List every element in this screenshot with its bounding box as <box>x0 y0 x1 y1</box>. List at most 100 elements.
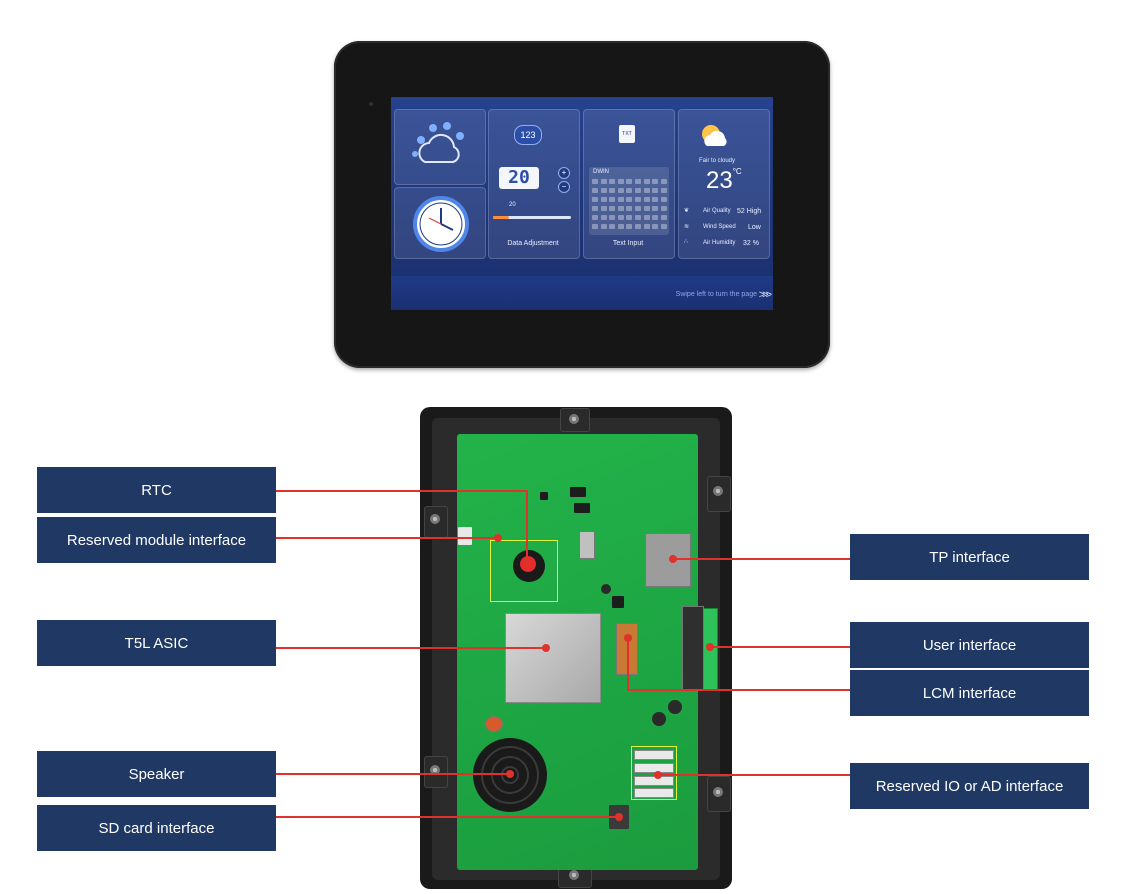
screen-bottom-bar <box>391 276 773 310</box>
keyboard-key[interactable] <box>592 197 598 202</box>
keyboard-key[interactable] <box>635 224 641 229</box>
keyboard-key[interactable] <box>635 188 641 193</box>
label-t5l-asic: T5L ASIC <box>37 620 276 666</box>
keyboard-key[interactable] <box>609 188 616 193</box>
value-slider[interactable] <box>493 216 571 219</box>
keyboard-key[interactable] <box>609 215 616 220</box>
keyboard-key[interactable] <box>600 215 607 220</box>
keyboard-key[interactable] <box>652 188 659 193</box>
tile-weather <box>678 109 770 259</box>
air-humidity-label: Air Humidity <box>703 240 736 246</box>
keyboard-key[interactable] <box>592 215 598 220</box>
keyboard-key[interactable] <box>617 179 624 184</box>
keyboard-key[interactable] <box>652 179 659 184</box>
small-chip-4 <box>612 596 624 608</box>
swipe-hint: Swipe left to turn the page <box>675 291 757 298</box>
keyboard-key[interactable] <box>652 206 659 211</box>
keyboard-key[interactable] <box>643 197 650 202</box>
keyboard-key[interactable] <box>617 215 624 220</box>
minus-button[interactable]: − <box>558 181 570 193</box>
screw-left-1 <box>430 514 440 524</box>
reserved-io-highlight <box>631 746 677 800</box>
temperature-unit: °C <box>732 167 742 176</box>
keyboard-key[interactable] <box>626 179 633 184</box>
io-header-3 <box>634 776 674 786</box>
keyboard-key[interactable] <box>635 215 641 220</box>
dot-reserved-io <box>654 771 662 779</box>
keyboard-key[interactable] <box>643 206 650 211</box>
keyboard-key[interactable] <box>626 206 633 211</box>
dot-t5l-asic <box>542 644 550 652</box>
keyboard-key[interactable] <box>660 188 667 193</box>
screw-top <box>569 414 579 424</box>
keyboard-key[interactable] <box>609 224 616 229</box>
keyboard-key[interactable] <box>600 179 607 184</box>
slider-value: 20 <box>509 202 516 208</box>
keyboard-key[interactable] <box>609 206 616 211</box>
label-rtc: RTC <box>37 467 276 513</box>
dot-user <box>706 643 714 651</box>
keyboard-key[interactable] <box>660 215 667 220</box>
leader-rtc <box>276 490 528 563</box>
screw-left-2 <box>430 765 440 775</box>
display-screen: 123 20 + − 20 Data Adjustment TXT DWIN T… <box>391 97 773 310</box>
keyboard-key[interactable] <box>660 224 667 229</box>
virtual-keyboard[interactable] <box>589 167 669 235</box>
capacitor-1 <box>601 584 611 594</box>
keyboard-field[interactable]: DWIN <box>593 169 609 175</box>
keyboard-key[interactable] <box>600 224 607 229</box>
temperature-value: 23 <box>706 167 733 194</box>
keyboard-key[interactable] <box>609 179 616 184</box>
keyboard-key[interactable] <box>626 224 633 229</box>
air-quality-label: Air Quality <box>703 208 731 214</box>
swipe-chevrons-icon[interactable]: >>> <box>758 289 772 301</box>
dot-sd-card <box>615 813 623 821</box>
keyboard-key[interactable] <box>617 206 624 211</box>
keyboard-key[interactable] <box>592 188 598 193</box>
tile-clock <box>394 187 486 259</box>
text-input-label: Text Input <box>612 240 644 247</box>
keyboard-key[interactable] <box>617 224 624 229</box>
keyboard-key[interactable] <box>660 179 667 184</box>
keyboard-key[interactable] <box>609 197 616 202</box>
keyboard-key[interactable] <box>652 215 659 220</box>
keyboard-key[interactable] <box>652 224 659 229</box>
label-sd-card: SD card interface <box>37 805 276 851</box>
keyboard-key[interactable] <box>626 215 633 220</box>
small-chip-2 <box>574 503 590 513</box>
tile-weather-icon <box>394 109 486 185</box>
t5l-asic-chip <box>505 613 601 703</box>
keyboard-key[interactable] <box>617 197 624 202</box>
keyboard-key[interactable] <box>643 224 650 229</box>
dot-rtc <box>523 559 531 567</box>
keyboard-key[interactable] <box>660 197 667 202</box>
temperature: 23°C <box>706 167 742 195</box>
keyboard-key[interactable] <box>635 206 641 211</box>
value-display: 20 <box>499 167 539 189</box>
dot-speaker <box>506 770 514 778</box>
keyboard-key[interactable] <box>643 215 650 220</box>
keyboard-key[interactable] <box>626 188 633 193</box>
label-reserved-io: Reserved IO or AD interface <box>850 763 1089 809</box>
sun-cloud-icon <box>702 125 727 146</box>
keyboard-key[interactable] <box>635 179 641 184</box>
label-lcm-interface: LCM interface <box>850 670 1089 716</box>
keyboard-key[interactable] <box>643 179 650 184</box>
keyboard-key[interactable] <box>635 197 641 202</box>
keyboard-key[interactable] <box>592 224 598 229</box>
keyboard-key[interactable] <box>617 188 624 193</box>
keyboard-key[interactable] <box>643 188 650 193</box>
screw-right-2 <box>713 787 723 797</box>
keyboard-key[interactable] <box>600 188 607 193</box>
io-header-1 <box>634 750 674 760</box>
keyboard-key[interactable] <box>600 206 607 211</box>
keyboard-key[interactable] <box>592 206 598 211</box>
plus-button[interactable]: + <box>558 167 570 179</box>
small-connector <box>579 531 595 559</box>
keyboard-key[interactable] <box>652 197 659 202</box>
keyboard-key[interactable] <box>626 197 633 202</box>
keyboard-key[interactable] <box>600 197 607 202</box>
keyboard-key[interactable] <box>592 179 598 184</box>
module-chip <box>458 527 472 545</box>
keyboard-key[interactable] <box>660 206 667 211</box>
